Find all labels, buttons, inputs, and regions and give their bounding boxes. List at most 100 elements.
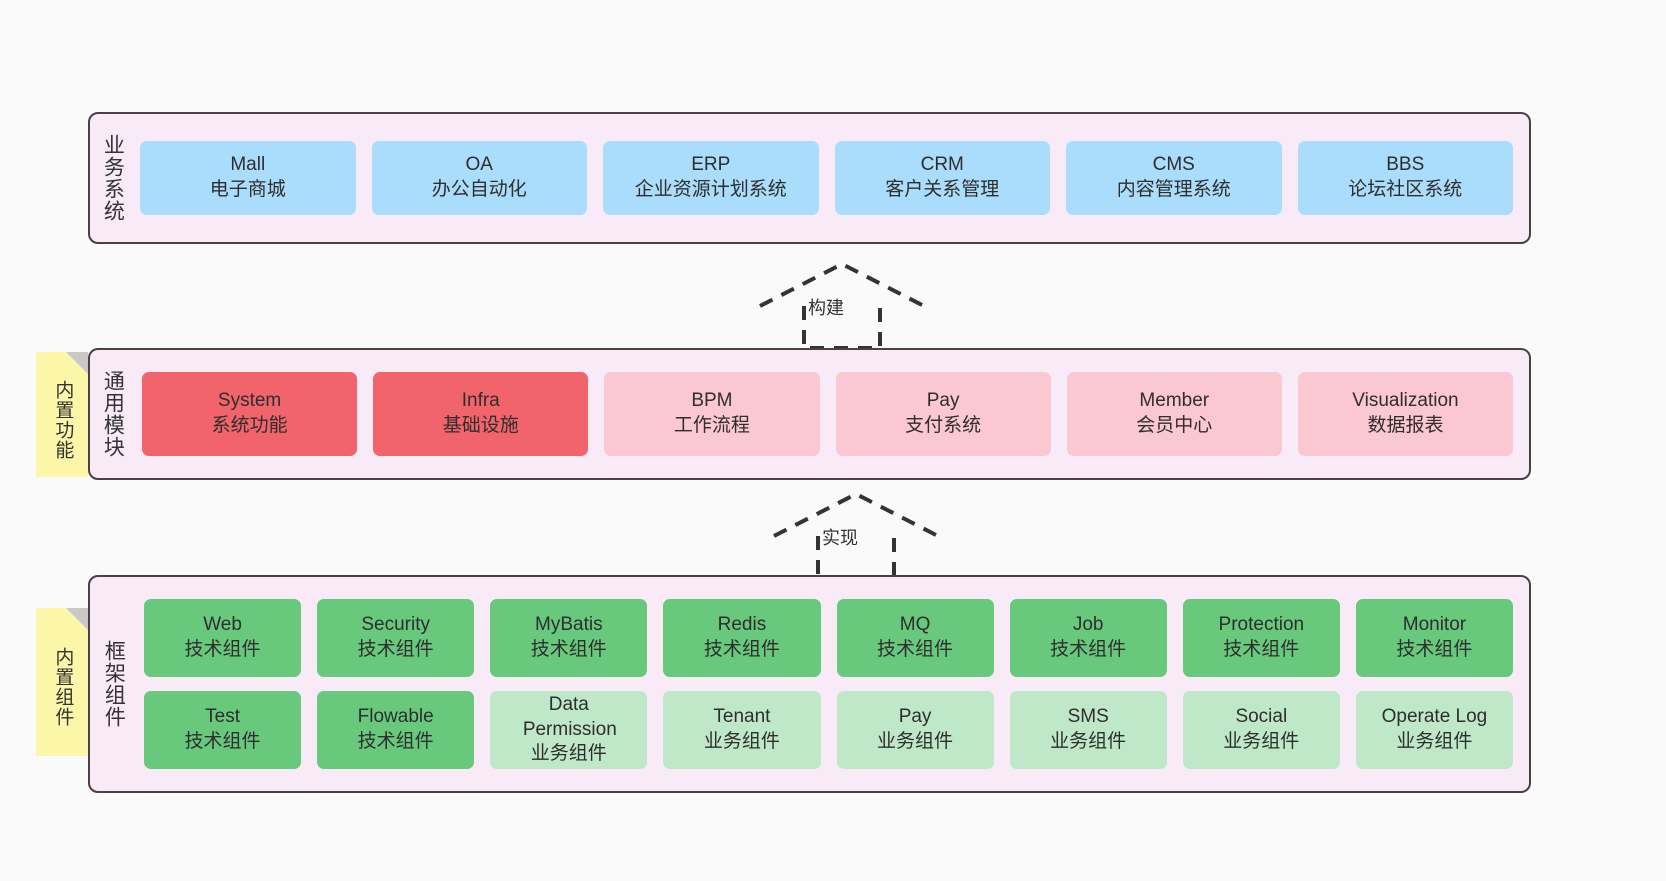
layer-body-framework-component: Web 技术组件 Security 技术组件 MyBatis 技术组件 Redi… xyxy=(136,577,1529,791)
module-card-en: MyBatis xyxy=(535,614,603,636)
module-card-cms[interactable]: CMS 内容管理系统 xyxy=(1066,141,1282,215)
module-card-en: ERP xyxy=(691,154,731,176)
sticky-note-label: 内置功能 xyxy=(52,379,74,460)
module-card-en: System xyxy=(217,390,282,412)
connector-label-build: 构建 xyxy=(808,298,844,318)
module-card-cn: 技术组件 xyxy=(1050,639,1127,660)
module-card-cn: 业务组件 xyxy=(530,743,607,765)
module-card-cn: 业务组件 xyxy=(877,731,954,752)
module-card-cn: 技术组件 xyxy=(877,639,954,660)
module-card-en: Security xyxy=(361,614,430,636)
layer-title-common-module: 通用模块 xyxy=(101,370,125,458)
module-card-en: Test xyxy=(205,706,240,728)
module-card-sms[interactable]: SMS 业务组件 xyxy=(1009,691,1167,769)
module-card-mybatis[interactable]: MyBatis 技术组件 xyxy=(490,599,648,677)
module-card-bbs[interactable]: BBS 论坛社区系统 xyxy=(1297,141,1513,215)
module-card-cn: 系统功能 xyxy=(211,415,288,436)
module-card-erp[interactable]: ERP 企业资源计划系统 xyxy=(603,141,819,215)
connector-realize: 实现 xyxy=(766,488,946,580)
module-card-visualization[interactable]: Visualization 数据报表 xyxy=(1297,372,1514,456)
module-card-cn: 论坛社区系统 xyxy=(1348,179,1463,200)
sticky-note-builtin-function: 内置功能 xyxy=(36,352,88,477)
module-card-en: Pay xyxy=(898,706,932,728)
module-card-cn: 客户关系管理 xyxy=(885,179,1000,200)
module-card-cn: 电子商城 xyxy=(209,179,286,200)
module-card-tenant[interactable]: Tenant 业务组件 xyxy=(663,691,821,769)
module-card-cn: 业务组件 xyxy=(1223,731,1300,752)
module-card-cn: 支付系统 xyxy=(905,415,982,436)
module-card-cn: 技术组件 xyxy=(703,639,780,660)
module-card-cn: 技术组件 xyxy=(184,639,261,660)
module-card-flowable[interactable]: Flowable 技术组件 xyxy=(317,691,475,769)
module-card-en: Web xyxy=(203,614,242,636)
module-card-redis[interactable]: Redis 技术组件 xyxy=(663,599,821,677)
module-card-en: Redis xyxy=(717,614,767,636)
module-card-oa[interactable]: OA 办公自动化 xyxy=(371,141,587,215)
module-card-job[interactable]: Job 技术组件 xyxy=(1009,599,1167,677)
module-card-social[interactable]: Social 业务组件 xyxy=(1182,691,1340,769)
module-card-cn: 技术组件 xyxy=(357,731,434,752)
module-card-en: BPM xyxy=(691,390,733,412)
module-card-member[interactable]: Member 会员中心 xyxy=(1066,372,1282,456)
module-card-data-permission[interactable]: Data Permission 业务组件 xyxy=(490,691,648,769)
layer-row: Mall 电子商城 OA 办公自动化 ERP 企业资源计划系统 CRM 客户关系… xyxy=(140,141,1513,215)
module-card-mall[interactable]: Mall 电子商城 xyxy=(140,141,356,215)
module-card-en: Mall xyxy=(230,154,266,176)
module-card-en: Monitor xyxy=(1402,614,1467,636)
module-card-en: BBS xyxy=(1386,154,1425,176)
layer-common-module: 通用模块 System 系统功能 Infra 基础设施 BPM 工作流程 Pay… xyxy=(88,348,1531,480)
module-card-cn: 内容管理系统 xyxy=(1116,179,1231,200)
module-card-en: Visualization xyxy=(1352,390,1459,412)
layer-title-framework-component: 框架组件 xyxy=(102,640,126,728)
module-card-en: CRM xyxy=(920,154,964,176)
module-card-en: Job xyxy=(1072,614,1104,636)
module-card-bpm[interactable]: BPM 工作流程 xyxy=(604,372,820,456)
module-card-en: Protection xyxy=(1218,614,1305,636)
module-card-cn: 技术组件 xyxy=(357,639,434,660)
layer-row: Test 技术组件 Flowable 技术组件 Data Permission … xyxy=(144,691,1513,769)
module-card-en: Flowable xyxy=(357,706,434,728)
module-card-en: MQ xyxy=(899,614,931,636)
module-card-en: Member xyxy=(1139,390,1210,412)
module-card-pay[interactable]: Pay 支付系统 xyxy=(835,372,1051,456)
module-card-cn: 业务组件 xyxy=(1396,731,1473,752)
connector-label-realize: 实现 xyxy=(822,528,858,548)
layer-body-business-system: Mall 电子商城 OA 办公自动化 ERP 企业资源计划系统 CRM 客户关系… xyxy=(134,114,1529,242)
module-card-monitor[interactable]: Monitor 技术组件 xyxy=(1355,599,1513,677)
module-card-cn: 数据报表 xyxy=(1367,415,1444,436)
module-card-protection[interactable]: Protection 技术组件 xyxy=(1182,599,1340,677)
sticky-note-label: 内置组件 xyxy=(52,647,74,727)
module-card-cn: 业务组件 xyxy=(1050,731,1127,752)
module-card-cn: 业务组件 xyxy=(703,731,780,752)
sticky-note-builtin-component: 内置组件 xyxy=(36,608,88,756)
module-card-cn: 会员中心 xyxy=(1136,415,1213,436)
layer-business-system: 业务系统 Mall 电子商城 OA 办公自动化 ERP 企业资源计划系统 CRM… xyxy=(88,112,1531,244)
module-card-cn: 办公自动化 xyxy=(431,179,527,200)
module-card-en: OA xyxy=(465,154,493,176)
layer-row: Web 技术组件 Security 技术组件 MyBatis 技术组件 Redi… xyxy=(144,599,1513,677)
module-card-crm[interactable]: CRM 客户关系管理 xyxy=(834,141,1050,215)
module-card-en: Pay xyxy=(926,390,960,412)
module-card-test[interactable]: Test 技术组件 xyxy=(144,691,302,769)
module-card-cn: 技术组件 xyxy=(530,639,607,660)
module-card-operate-log[interactable]: Operate Log 业务组件 xyxy=(1355,691,1513,769)
module-card-cn: 技术组件 xyxy=(1396,639,1473,660)
module-card-security[interactable]: Security 技术组件 xyxy=(317,599,475,677)
module-card-web[interactable]: Web 技术组件 xyxy=(144,599,302,677)
module-card-en: SMS xyxy=(1067,706,1109,728)
module-card-cn: 技术组件 xyxy=(184,731,261,752)
module-card-en: Social xyxy=(1235,706,1288,728)
module-card-infra[interactable]: Infra 基础设施 xyxy=(373,372,589,456)
module-card-cn: 基础设施 xyxy=(442,415,519,436)
module-card-mq[interactable]: MQ 技术组件 xyxy=(836,599,994,677)
connector-build: 构建 xyxy=(752,258,932,350)
module-card-system[interactable]: System 系统功能 xyxy=(142,372,358,456)
module-card-pay-biz[interactable]: Pay 业务组件 xyxy=(836,691,994,769)
layer-framework-component: 框架组件 Web 技术组件 Security 技术组件 MyBatis 技术组件… xyxy=(88,575,1531,793)
module-card-en: Data Permission xyxy=(522,693,617,740)
module-card-cn: 技术组件 xyxy=(1223,639,1300,660)
module-card-en: CMS xyxy=(1152,154,1195,176)
module-card-en: Tenant xyxy=(713,706,771,728)
module-card-en: Operate Log xyxy=(1381,706,1488,728)
